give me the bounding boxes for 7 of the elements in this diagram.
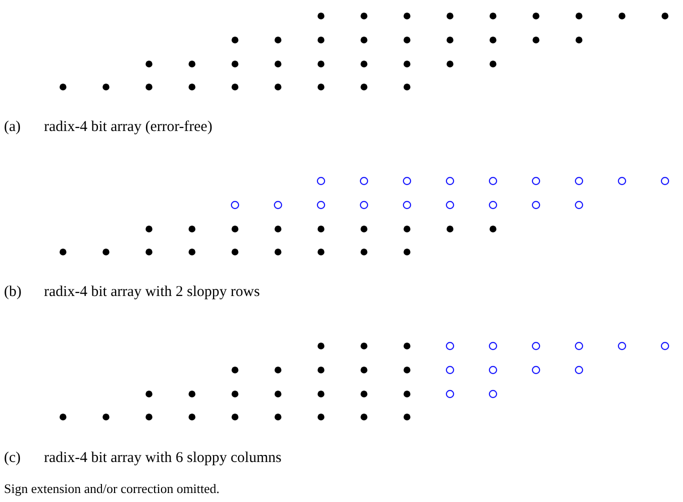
footnote: Sign extension and/or correction omitted.	[4, 482, 220, 495]
panel-label: (c)	[4, 451, 21, 466]
panel-caption: radix-4 bit array (error-free)	[44, 120, 212, 135]
panel-caption: radix-4 bit array with 2 sloppy rows	[44, 285, 260, 300]
panel-label: (b)	[4, 285, 22, 300]
panel-label: (a)	[4, 120, 21, 135]
panel-caption: radix-4 bit array with 6 sloppy columns	[44, 451, 282, 466]
